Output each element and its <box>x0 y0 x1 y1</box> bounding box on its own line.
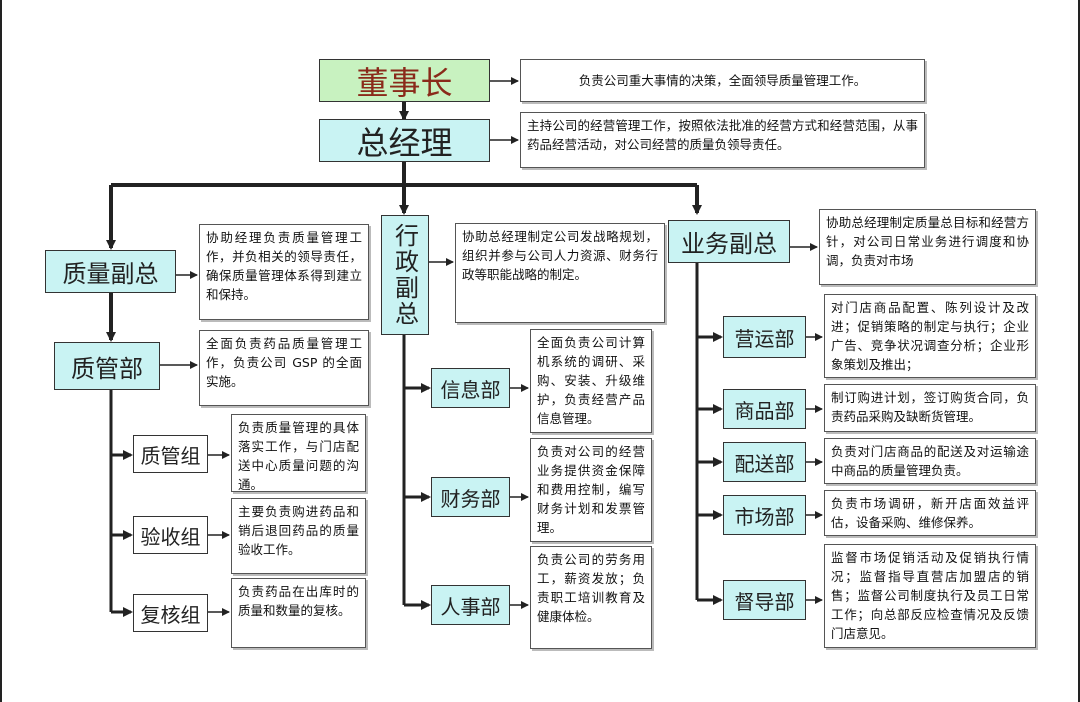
market-dept-desc: 负责市场调研，新开店面效益评估，设备采购、维修保养。 <box>824 490 1036 536</box>
hr-dept-box: 人事部 <box>431 585 510 625</box>
inspection-group-desc: 主要负责购进药品和销后退回药品的质量验收工作。 <box>231 498 366 574</box>
quality-vp-title: 质量副总 <box>62 260 159 288</box>
supervision-dept-box: 督导部 <box>723 580 806 620</box>
gm-desc: 主持公司的经营管理工作，按照依法批准的经营方式和经营范围，从事药品经营活动，对公… <box>520 112 925 168</box>
recheck-group-desc: 负责药品在出库时的质量和数量的复核。 <box>231 578 366 648</box>
market-dept-box: 市场部 <box>723 495 806 535</box>
finance-dept-box: 财务部 <box>431 477 510 517</box>
inspection-group-title: 验收组 <box>140 524 201 549</box>
chairman-title: 董事长 <box>356 63 453 102</box>
qa-group-desc: 负责质量管理的具体落实工作，与门店配送中心质量问题的沟通。 <box>231 414 366 492</box>
business-vp-desc: 协助总经理制定质量总目标和经营方针，对公司日常业务进行调度和协调，负责对市场 <box>819 209 1036 285</box>
operations-dept-box: 营运部 <box>723 316 806 358</box>
quality-vp-desc: 协助经理负责质量管理工作，并负相关的领导责任，确保质量管理体系得到建立和保持。 <box>199 224 369 320</box>
distribution-dept-desc: 负责对门店商品的配送及对运输途中商品的质量管理负责。 <box>824 438 1036 484</box>
hr-dept-title: 人事部 <box>440 594 501 619</box>
right-edge-line <box>1078 0 1080 702</box>
merchandise-dept-desc: 制订购进计划，签订购货合同，负责药品采购及缺断货管理。 <box>824 384 1036 432</box>
chairman-box: 董事长 <box>319 59 490 102</box>
finance-dept-desc: 负责对公司的经营业务提供资金保障和费用控制，编写财务计划和发票管理。 <box>530 438 652 542</box>
gm-box: 总经理 <box>319 119 490 162</box>
qa-dept-desc: 全面负责药品质量管理工作，负责公司 GSP 的全面实施。 <box>199 330 369 406</box>
info-dept-desc: 全面负责公司计算机系统的调研、采购、安装、升级维护，负责经营产品信息管理。 <box>530 329 652 433</box>
left-edge-line <box>0 0 2 702</box>
qa-dept-title: 质管部 <box>71 354 143 383</box>
supervision-dept-desc: 监督市场促销活动及促销执行情况；监督指导直营店加盟店的销售；监督公司制度执行及员… <box>824 544 1036 648</box>
quality-vp-box: 质量副总 <box>45 250 176 293</box>
admin-vp-title: 行政副总 <box>390 223 419 327</box>
recheck-group-title: 复核组 <box>140 602 201 627</box>
supervision-dept-title: 督导部 <box>734 589 795 614</box>
admin-vp-box: 行政副总 <box>381 215 429 335</box>
business-vp-box: 业务副总 <box>668 220 790 263</box>
chairman-desc: 负责公司重大事情的决策，全面领导质量管理工作。 <box>520 59 925 102</box>
distribution-dept-title: 配送部 <box>734 451 795 476</box>
hr-dept-desc: 负责公司的劳务用工，薪资发放；负责职工培训教育及健康体检。 <box>530 546 652 649</box>
gm-title: 总经理 <box>356 123 453 162</box>
info-dept-box: 信息部 <box>431 368 510 408</box>
market-dept-title: 市场部 <box>734 504 795 529</box>
qa-group-box: 质管组 <box>133 435 208 473</box>
qa-dept-box: 质管部 <box>54 342 160 390</box>
business-vp-title: 业务副总 <box>681 230 777 258</box>
admin-vp-desc: 协助总经理制定公司发战略规划，组织并参与公司人力资源、财务行政等职能战略的制定。 <box>455 223 665 323</box>
merchandise-dept-box: 商品部 <box>723 389 806 429</box>
operations-dept-title: 营运部 <box>734 326 795 351</box>
recheck-group-box: 复核组 <box>133 594 208 632</box>
merchandise-dept-title: 商品部 <box>734 398 795 423</box>
operations-dept-desc: 对门店商品配置、陈列设计及改进；促销策略的制定与执行；企业广告、竞争状况调查分析… <box>824 294 1036 378</box>
qa-group-title: 质管组 <box>140 443 201 468</box>
finance-dept-title: 财务部 <box>440 486 501 511</box>
inspection-group-box: 验收组 <box>133 516 208 554</box>
distribution-dept-box: 配送部 <box>723 442 806 482</box>
info-dept-title: 信息部 <box>440 377 501 402</box>
